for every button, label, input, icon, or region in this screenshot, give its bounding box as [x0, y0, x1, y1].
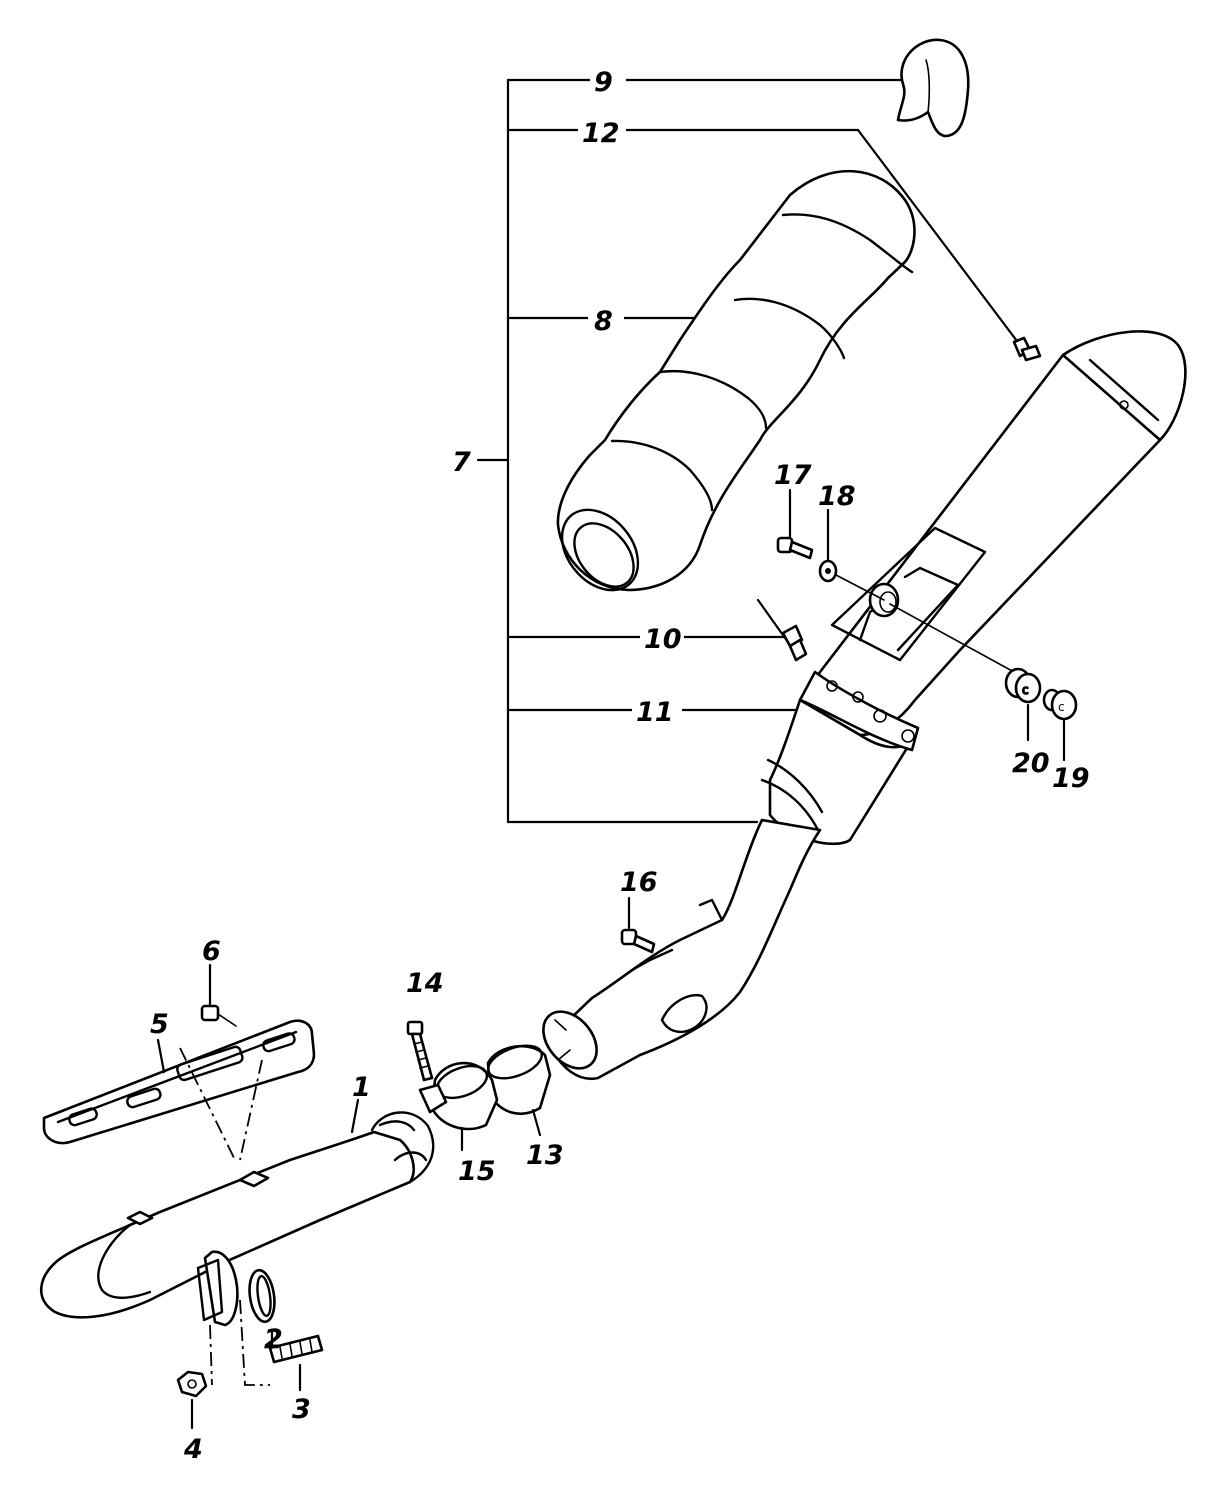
callout-18: 18: [818, 481, 856, 512]
callout-labels: 9 12 8 7 10 11 17 18 20 19 16 14 13 15 6…: [150, 62, 1090, 1465]
screw-part-12: [1012, 336, 1042, 362]
callout-17: 17: [774, 460, 812, 491]
callout-1: 1: [352, 1072, 371, 1103]
muffler-body-part-7: [760, 330, 1187, 846]
callout-12: 12: [582, 118, 620, 149]
svg-text:c: c: [1022, 683, 1029, 697]
grommet-part-20: c: [889, 603, 1042, 742]
svg-text:c: c: [1058, 700, 1065, 714]
callout-14: 14: [406, 968, 444, 999]
callout-leaders: [156, 1038, 360, 1134]
callout-9: 9: [594, 67, 613, 98]
callout-3: 3: [292, 1394, 311, 1425]
gasket-part-2: [248, 1268, 276, 1357]
nut-part-4: [176, 1370, 208, 1430]
exhaust-pipe-part-1: [39, 1111, 435, 1327]
bolt-part-17: [776, 488, 814, 560]
decal-part-9: [896, 38, 970, 138]
callout-7: 7: [452, 447, 471, 478]
heat-shield-part-5: [42, 1019, 316, 1145]
rivet-part-10: [756, 598, 808, 662]
washer-part-18: [818, 508, 885, 601]
gasket-part-13: [486, 1044, 552, 1137]
bolt-part-14: [406, 1020, 434, 1082]
callout-20: 20: [1012, 748, 1050, 779]
bolt-part-16: [620, 896, 656, 954]
silencer-packing-part-8: [556, 169, 916, 592]
callout-10: 10: [644, 624, 682, 655]
stud-part-3: [268, 1334, 324, 1392]
collar-part-19: c: [1042, 688, 1078, 762]
callout-15: 15: [458, 1156, 496, 1187]
bolt-part-6: [200, 963, 237, 1027]
assembly-lines: [179, 1047, 270, 1386]
callout-4: 4: [183, 1434, 203, 1465]
callout-13: 13: [526, 1140, 564, 1171]
callout-5: 5: [150, 1009, 169, 1040]
clamp-part-15: [418, 1061, 499, 1152]
link-pipe: [542, 818, 822, 1081]
callout-16: 16: [620, 867, 658, 898]
callout-2: 2: [264, 1324, 283, 1355]
callout-19: 19: [1052, 763, 1090, 794]
callout-6: 6: [202, 936, 221, 967]
callout-8: 8: [594, 306, 613, 337]
callout-11: 11: [636, 697, 674, 728]
